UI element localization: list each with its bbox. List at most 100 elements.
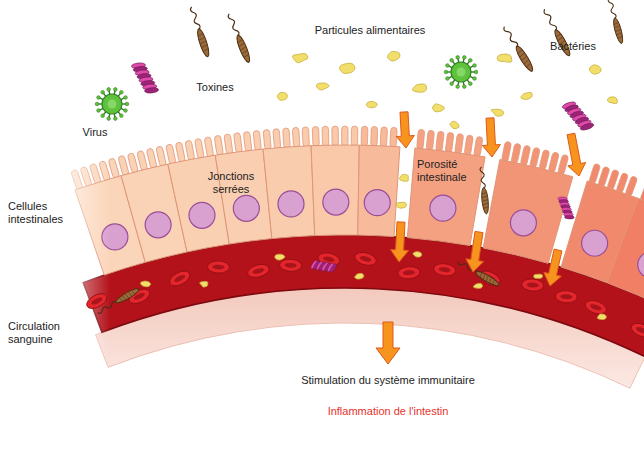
microvillus <box>302 127 309 147</box>
annotation-label: Stimulation du système immunitaire <box>248 374 528 387</box>
flow-arrow <box>396 112 414 148</box>
microvillus <box>539 149 550 170</box>
intestinal-cell <box>263 146 315 239</box>
virus-spike-tip <box>114 88 118 92</box>
toxin-coil <box>144 87 158 94</box>
red-blood-cell-center <box>90 296 103 306</box>
bacterium-stripe <box>243 54 249 57</box>
virus-spike-tip <box>456 85 460 89</box>
food-particle <box>412 84 426 92</box>
food-particle <box>534 274 543 278</box>
microvillus <box>351 126 358 146</box>
bacterium-body <box>612 17 625 44</box>
toxin-coil <box>580 122 595 131</box>
microvillus <box>156 146 167 167</box>
bacterium-stripe <box>200 41 206 44</box>
intestinal-cell <box>215 149 272 244</box>
microvillus <box>243 131 252 152</box>
red-blood-cell-body <box>167 268 192 289</box>
bacterium-stripe <box>617 36 622 38</box>
flow-arrow <box>391 222 409 262</box>
annotation-label: Virus <box>77 126 113 139</box>
bacterium-stripe <box>479 272 482 277</box>
bacterium-flagellum <box>480 167 486 189</box>
food-particle <box>275 254 285 260</box>
food-particle <box>433 104 445 112</box>
virus-spike-tip <box>450 82 454 86</box>
virus-spike-tip <box>463 85 467 89</box>
food-particle <box>450 121 459 128</box>
annotation-label: Toxines <box>190 81 240 94</box>
red-blood-cell <box>246 262 270 279</box>
microvillus <box>118 155 129 176</box>
red-blood-cell-center <box>527 282 539 288</box>
bacterium-stripe <box>524 60 530 64</box>
virus-spike-tip <box>446 64 450 68</box>
microvillus <box>224 134 233 155</box>
illustration-layer <box>40 0 644 388</box>
bacterium-flagellum <box>503 26 519 48</box>
red-blood-cell-body <box>279 259 302 272</box>
microvillus <box>426 130 434 151</box>
microvillus <box>520 145 531 166</box>
microvillus <box>263 129 271 150</box>
cell-nucleus <box>430 195 456 221</box>
bacterium-body <box>195 28 211 58</box>
red-blood-cell <box>433 262 456 277</box>
intestinal-cell <box>358 145 400 236</box>
bacterium-body <box>474 269 500 288</box>
food-particle <box>340 63 355 73</box>
microvillus <box>342 126 348 146</box>
bacterium-flagellum <box>190 6 201 30</box>
food-particle <box>521 92 532 99</box>
cell-nucleus <box>582 230 608 256</box>
virus-spike-tip <box>125 102 129 106</box>
bacterium <box>478 167 489 215</box>
bacterium-stripe <box>556 34 562 38</box>
red-blood-cell-body <box>583 298 608 317</box>
red-blood-cell-center <box>403 270 415 276</box>
red-blood-cell-center <box>635 326 644 335</box>
bacterium <box>606 0 624 44</box>
microvillus <box>322 126 329 146</box>
red-blood-cell-center <box>359 255 372 263</box>
bacterium-stripe <box>119 297 122 302</box>
red-blood-cell-body <box>353 250 377 267</box>
microvillus <box>273 129 281 149</box>
bacterium-stripe <box>122 295 125 300</box>
red-blood-cell <box>207 261 229 274</box>
virus-spike-tip <box>463 56 467 60</box>
bacterium-stripe <box>203 49 209 52</box>
red-blood-cell-body <box>398 266 421 280</box>
microvillus <box>195 138 205 159</box>
toxin <box>557 194 576 223</box>
bacterium-stripe <box>614 22 619 24</box>
red-blood-cell <box>353 250 377 267</box>
bacterium-stripe <box>482 196 487 197</box>
flow-arrow <box>466 231 484 272</box>
intestinal-cell <box>483 160 573 264</box>
virus-capsid <box>451 62 471 82</box>
food-particle <box>491 109 504 116</box>
bacterium <box>96 286 140 315</box>
red-blood-cell-center <box>560 294 572 299</box>
red-blood-cell-center <box>438 267 451 273</box>
microvillus <box>548 152 559 173</box>
bacterium-flagellum <box>97 300 118 314</box>
red-blood-cell <box>167 268 192 289</box>
bacterium-stripe <box>198 33 204 36</box>
bacterium-stripe <box>492 279 495 284</box>
microvillus <box>436 131 445 152</box>
microvillus <box>380 127 387 147</box>
red-blood-cell-body <box>555 290 578 303</box>
intestinal-cell <box>607 198 644 309</box>
outcome-label: Inflammation de l'intestin <box>248 405 528 418</box>
microvillus <box>511 143 521 164</box>
annotation-label: Bactéries <box>544 40 602 53</box>
virus-spike-tip <box>469 58 473 62</box>
red-blood-cell <box>583 298 608 317</box>
bacterium-stripe <box>482 274 485 279</box>
virus-spike-tip <box>456 56 460 60</box>
microvillus <box>283 128 291 148</box>
